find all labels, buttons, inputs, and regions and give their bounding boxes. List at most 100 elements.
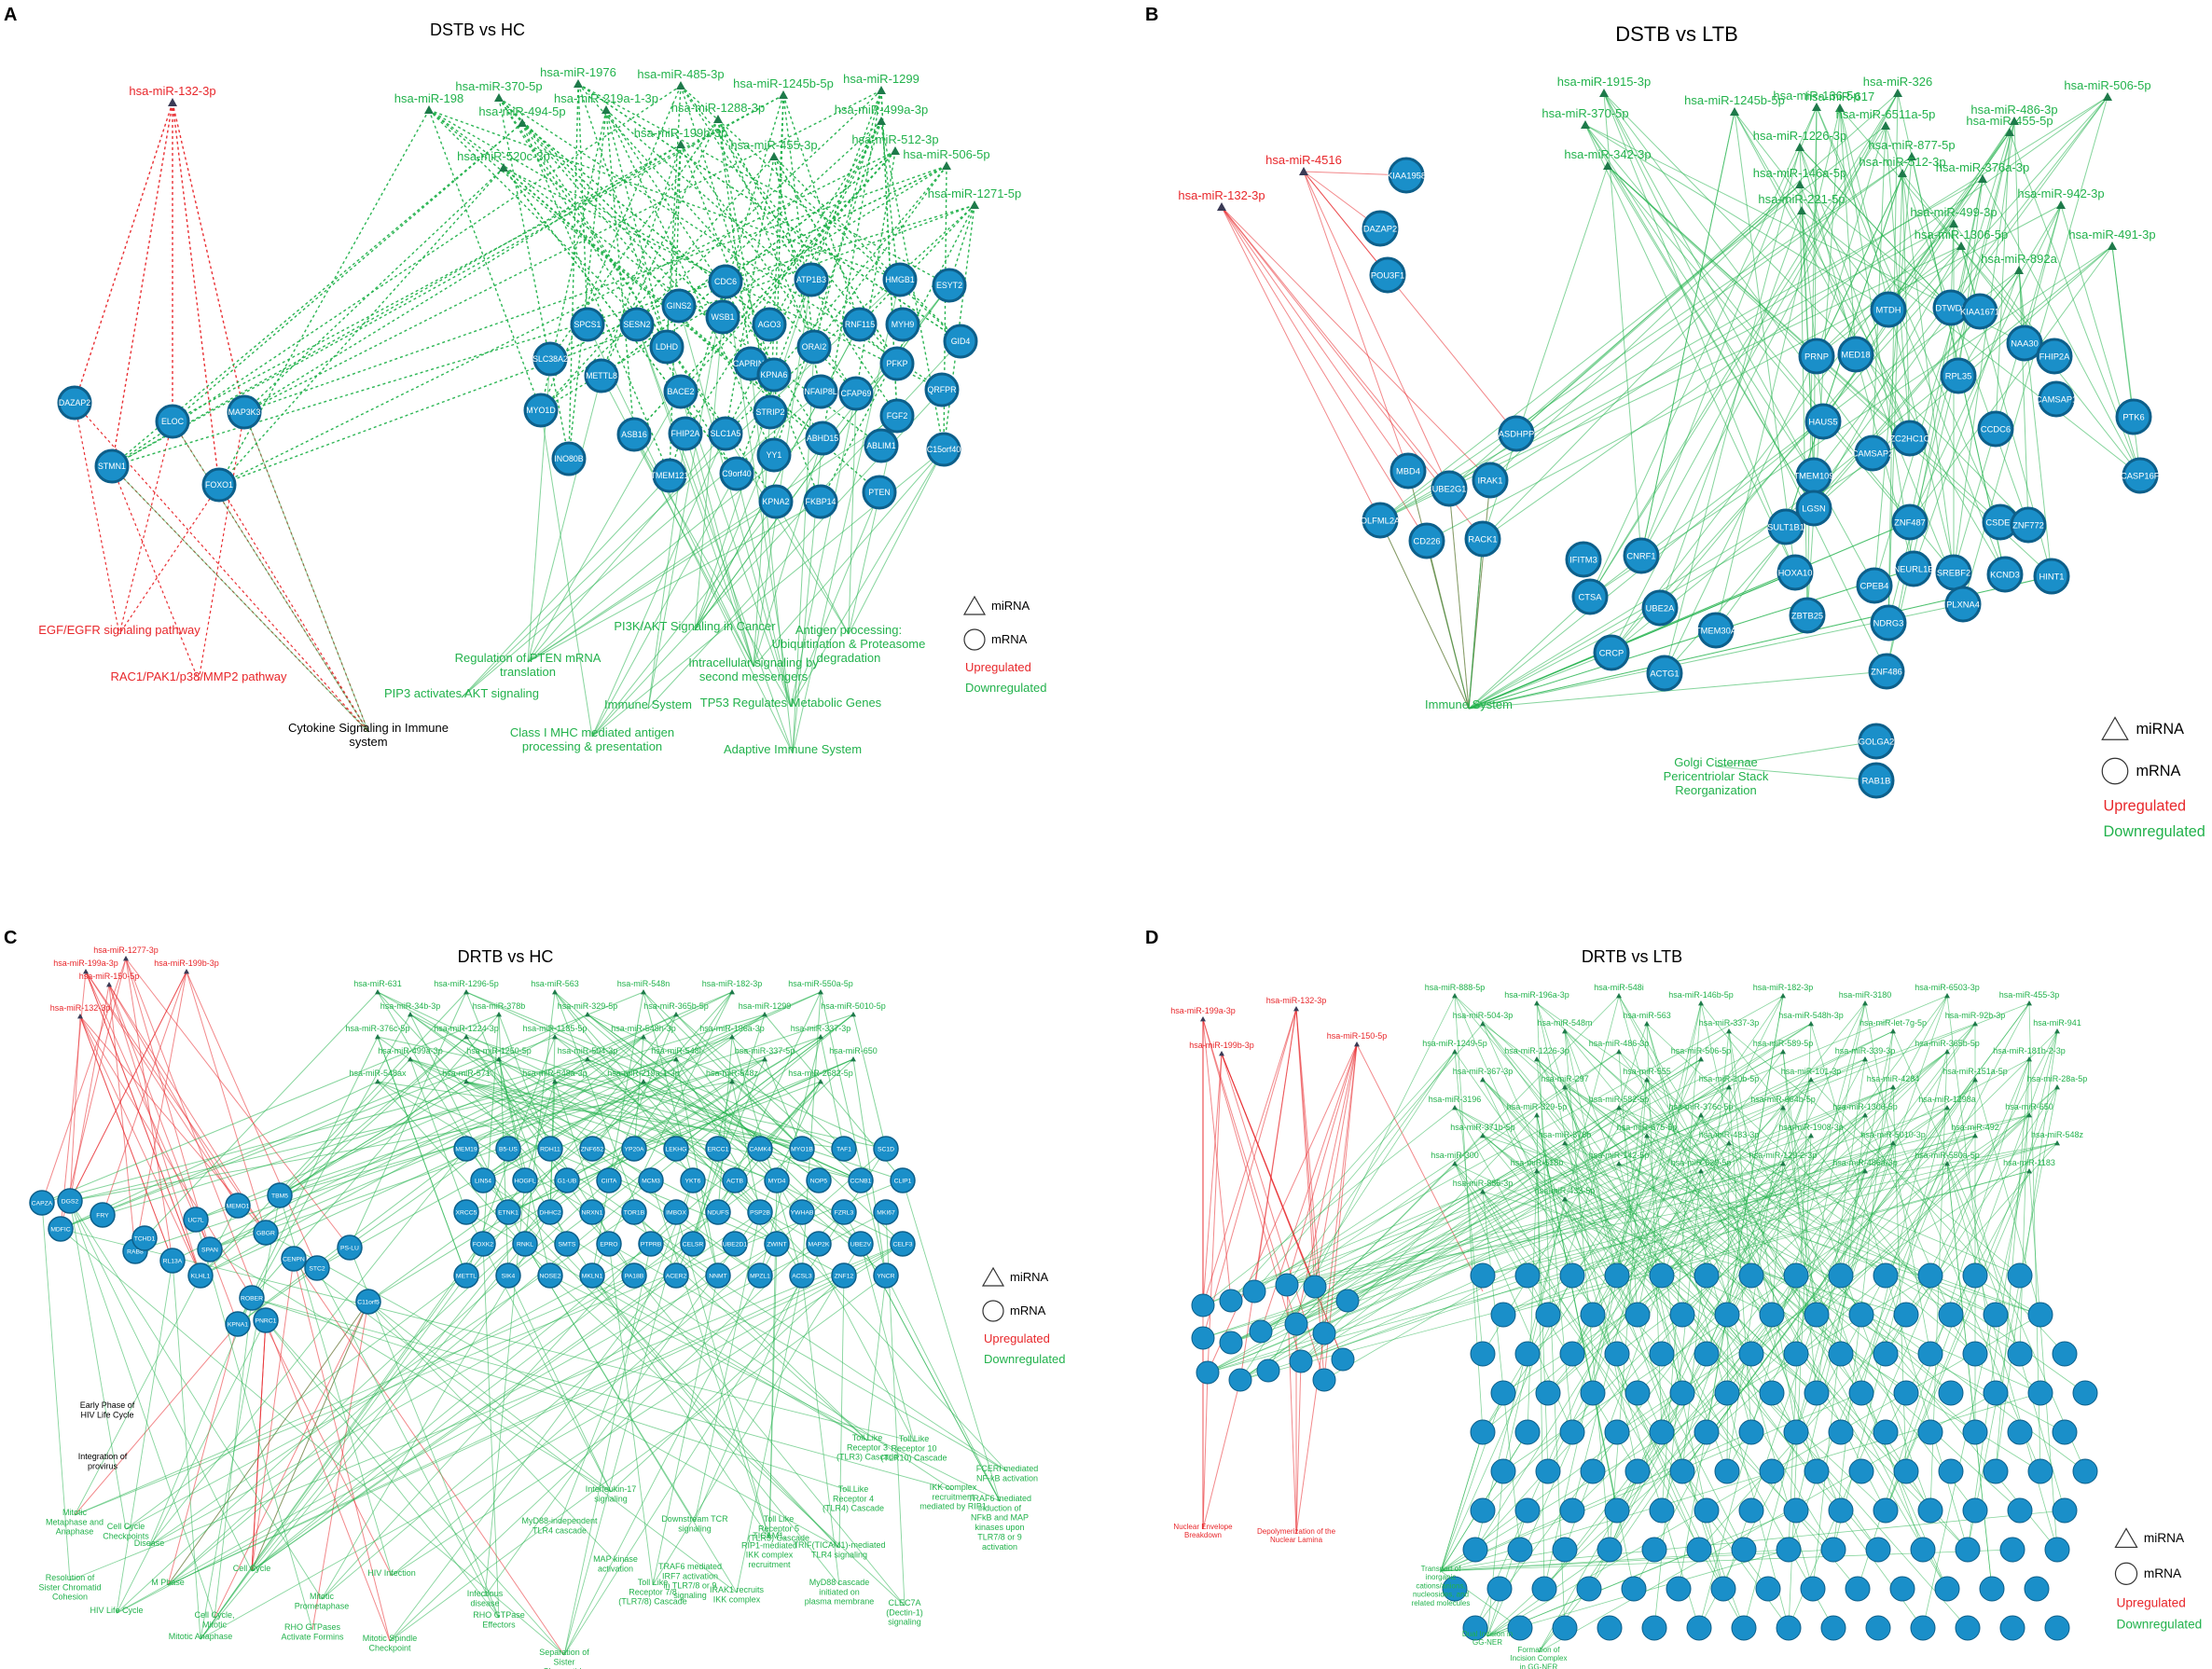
gene-node[interactable]: NNMT	[705, 1262, 731, 1289]
gene-node[interactable]: MDFIC	[48, 1216, 74, 1242]
gene-node[interactable]: ZWINT	[764, 1231, 790, 1257]
mirna-node[interactable]: hsa-miR-548n	[617, 979, 671, 995]
mirna-node[interactable]: hsa-miR-136-5p	[1773, 89, 1860, 111]
gene-node[interactable]: MEMO1	[225, 1193, 251, 1219]
gene-node[interactable]: LDHD	[649, 329, 684, 365]
mirna-node[interactable]: hsa-miR-548i	[1594, 983, 1644, 999]
gene-node[interactable]	[1759, 1458, 1785, 1484]
gene-node[interactable]: CELF3	[890, 1231, 916, 1257]
mirna-node[interactable]: hsa-miR-337-3p	[1699, 1018, 1760, 1034]
gene-node[interactable]: CFAP69	[838, 376, 874, 411]
mirna-node[interactable]: hsa-miR-548h-3p	[1778, 1011, 1844, 1027]
gene-node[interactable]	[1783, 1497, 1809, 1524]
gene-node[interactable]: KPNA1	[225, 1311, 251, 1337]
gene-node[interactable]	[1242, 1279, 1266, 1303]
gene-node[interactable]	[1624, 1302, 1651, 1328]
gene-node[interactable]: KPNA2	[758, 484, 794, 519]
gene-node[interactable]: HMGB1	[882, 262, 918, 297]
gene-node[interactable]	[1828, 1262, 1854, 1289]
gene-node[interactable]	[1694, 1497, 1720, 1524]
gene-node[interactable]: PLXNA4	[1944, 586, 1982, 623]
gene-node[interactable]: ORAI2	[796, 329, 832, 365]
mirna-node[interactable]: hsa-miR-199b-3p	[634, 126, 727, 148]
mirna-node[interactable]: hsa-miR-571	[442, 1069, 491, 1084]
gene-node[interactable]	[1514, 1497, 1541, 1524]
gene-node[interactable]	[1828, 1341, 1854, 1367]
mirna-node[interactable]: hsa-miR-589-5p	[1753, 1039, 1814, 1055]
mirna-node[interactable]: hsa-miR-3180	[1839, 990, 1892, 1006]
gene-node[interactable]	[1624, 1380, 1651, 1406]
mirna-node[interactable]: hsa-miR-499a-3p	[835, 103, 928, 125]
mirna-node[interactable]: hsa-miR-132-3p	[129, 84, 216, 106]
mirna-node[interactable]: hsa-miR-486-3p	[1970, 103, 2058, 125]
gene-node[interactable]	[1804, 1380, 1830, 1406]
gene-node[interactable]	[1669, 1380, 1695, 1406]
mirna-node[interactable]: hsa-miR-2682-5p	[788, 1069, 853, 1084]
gene-node[interactable]	[1535, 1458, 1561, 1484]
mirna-node[interactable]: hsa-miR-631	[353, 979, 402, 995]
gene-node[interactable]	[1686, 1537, 1712, 1563]
mirna-node[interactable]: hsa-miR-506-5p	[2064, 78, 2151, 101]
gene-node[interactable]	[1470, 1419, 1496, 1445]
gene-node[interactable]	[2027, 1458, 2053, 1484]
mirna-node[interactable]: hsa-miR-376c-5p	[1668, 1102, 1734, 1118]
gene-node[interactable]: HAUS5	[1804, 403, 1842, 440]
gene-node[interactable]	[1848, 1458, 1874, 1484]
gene-node[interactable]	[1714, 1458, 1740, 1484]
gene-node[interactable]	[1938, 1458, 1964, 1484]
mirna-node[interactable]: hsa-miR-885-3p	[1453, 1179, 1514, 1194]
mirna-node[interactable]: hsa-miR-142-5p	[1589, 1151, 1650, 1166]
gene-node[interactable]	[1191, 1293, 1215, 1317]
mirna-node[interactable]: hsa-miR-1185-5p	[523, 1024, 588, 1040]
mirna-node[interactable]: hsa-miR-1245b-5p	[1684, 93, 1785, 116]
gene-node[interactable]	[1552, 1615, 1578, 1641]
gene-node[interactable]: UBE2G1	[1431, 470, 1468, 507]
gene-node[interactable]	[1559, 1262, 1585, 1289]
gene-node[interactable]: CD226	[1408, 522, 1445, 559]
gene-node[interactable]	[2007, 1262, 2033, 1289]
gene-node[interactable]: ABHD15	[805, 421, 840, 456]
gene-node[interactable]: MBD4	[1389, 452, 1427, 490]
gene-node[interactable]	[1873, 1341, 1899, 1367]
gene-node[interactable]	[1962, 1419, 1988, 1445]
mirna-node[interactable]: hsa-miR-941	[2033, 1018, 2081, 1034]
mirna-node[interactable]: hsa-miR-3196	[1429, 1095, 1482, 1110]
gene-node[interactable]	[1820, 1615, 1846, 1641]
gene-node[interactable]	[1694, 1341, 1720, 1367]
gene-node[interactable]	[1694, 1419, 1720, 1445]
mirna-node[interactable]: hsa-miR-337-5p	[735, 1046, 795, 1062]
gene-node[interactable]: DAZAP2	[1362, 210, 1399, 247]
mirna-node[interactable]: hsa-miR-146a-5p	[1753, 166, 1846, 188]
gene-node[interactable]	[1641, 1615, 1667, 1641]
gene-node[interactable]: NRXN1	[579, 1199, 605, 1225]
mirna-node[interactable]: hsa-miR-486-3p	[1589, 1039, 1650, 1055]
gene-node[interactable]	[1893, 1302, 1919, 1328]
mirna-node[interactable]: hsa-miR-650	[2005, 1102, 2053, 1118]
gene-node[interactable]: CAMSAP1	[2036, 380, 2078, 418]
gene-node[interactable]	[1714, 1302, 1740, 1328]
mirna-node[interactable]: hsa-miR-1908-3p	[1778, 1123, 1844, 1138]
gene-node[interactable]: ZNF487	[1891, 503, 1929, 541]
gene-node[interactable]	[1604, 1419, 1630, 1445]
gene-node[interactable]: KIAA1958	[1387, 157, 1426, 194]
gene-node[interactable]: ROBER	[239, 1285, 265, 1311]
mirna-node[interactable]: hsa-miR-219a-1-3p	[554, 91, 658, 114]
mirna-node[interactable]: hsa-miR-563	[1623, 1011, 1671, 1027]
mirna-node[interactable]: hsa-miR-455-5p	[1966, 114, 2053, 136]
gene-node[interactable]: CCDC6	[1977, 410, 2014, 448]
gene-node[interactable]: IMBOX	[663, 1199, 689, 1225]
gene-node[interactable]: SPCS1	[570, 307, 605, 342]
gene-node[interactable]	[2027, 1302, 2053, 1328]
mirna-node[interactable]: hsa-miR-1245b-5p	[733, 76, 834, 99]
mirna-node[interactable]: hsa-miR-329-5p	[1507, 1102, 1568, 1118]
gene-node[interactable]: FOXO1	[201, 467, 237, 503]
gene-node[interactable]: CIITA	[596, 1167, 622, 1193]
gene-node[interactable]: FHIP2A	[668, 416, 703, 451]
gene-node[interactable]	[1604, 1262, 1630, 1289]
mirna-node[interactable]: hsa-miR-518b	[1511, 1158, 1564, 1174]
gene-node[interactable]: ACSL3	[789, 1262, 815, 1289]
mirna-node[interactable]: hsa-miR-520c-3p	[457, 149, 550, 172]
gene-node[interactable]: PTPRB	[638, 1231, 664, 1257]
gene-node[interactable]	[1535, 1302, 1561, 1328]
gene-node[interactable]: PFKP	[879, 346, 915, 381]
